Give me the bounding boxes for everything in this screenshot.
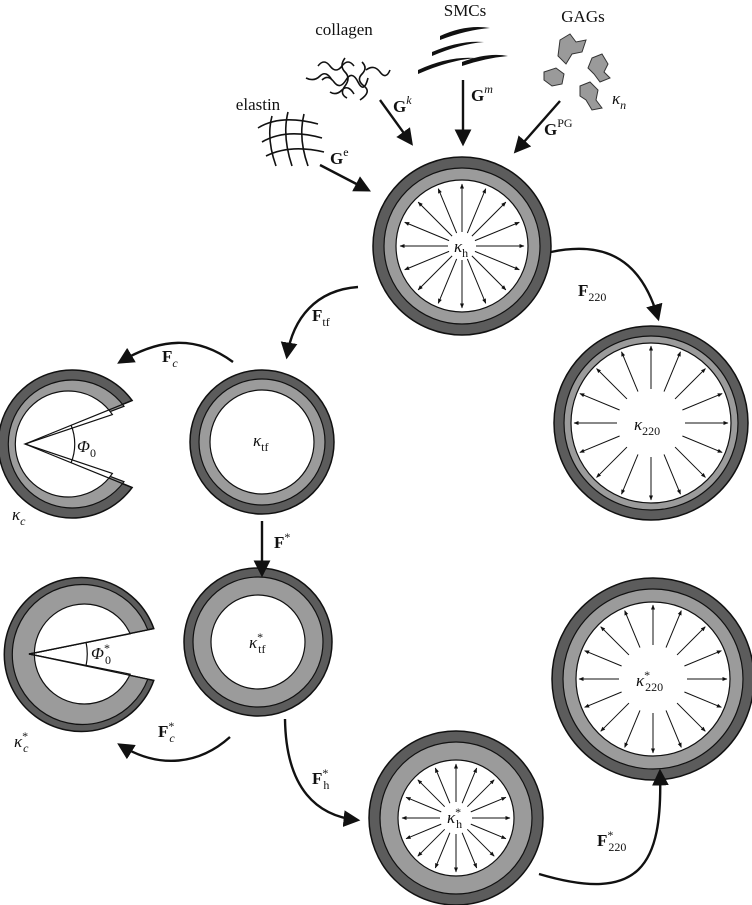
gags-icon bbox=[543, 33, 611, 111]
label-f-220: F220 bbox=[578, 281, 606, 304]
pressure-arrow bbox=[405, 796, 442, 813]
pressure-arrow bbox=[621, 351, 639, 392]
label-phi-0: Φ0 bbox=[77, 437, 96, 460]
vessel-kappa-c-star bbox=[3, 576, 155, 733]
pressure-arrow bbox=[466, 258, 487, 304]
elastin-icon bbox=[257, 111, 325, 167]
label-f-220-star: F*220 bbox=[597, 828, 626, 854]
pressure-arrow bbox=[674, 446, 706, 478]
pressure-arrow bbox=[584, 650, 622, 667]
pressure-arrow bbox=[665, 610, 682, 648]
pressure-arrow bbox=[663, 351, 681, 392]
vessel-kappa-220-star bbox=[551, 577, 752, 781]
vessel-kappa-tf bbox=[189, 369, 335, 515]
arrow-g-pg bbox=[513, 100, 561, 154]
pressure-arrow bbox=[600, 702, 630, 732]
label-f-c-star: F*c bbox=[158, 719, 175, 745]
label-g-k: Gk bbox=[393, 93, 412, 116]
label-f-star: F* bbox=[274, 530, 290, 552]
label-kappa-c-star: κ*c bbox=[14, 729, 29, 755]
pressure-arrow bbox=[684, 691, 722, 708]
pressure-arrow bbox=[596, 368, 628, 400]
pressure-arrow bbox=[682, 435, 723, 453]
vessel-kappa-220 bbox=[553, 325, 749, 521]
pressure-arrow bbox=[676, 702, 706, 732]
pressure-arrow bbox=[417, 828, 446, 857]
smcs-icon bbox=[418, 27, 508, 74]
pressure-arrow bbox=[621, 454, 639, 495]
arrow-g-e bbox=[319, 163, 371, 192]
pressure-arrow bbox=[471, 201, 507, 237]
pressure-arrow bbox=[437, 258, 458, 304]
pressure-arrow bbox=[437, 188, 458, 234]
vessel-kappa-c bbox=[0, 369, 134, 519]
transformation-arrows bbox=[117, 247, 669, 886]
vessel-kappa-h-star bbox=[368, 730, 544, 905]
gags-label: GAGs bbox=[561, 7, 604, 26]
arrow-f-c bbox=[117, 341, 234, 364]
pressure-arrow bbox=[474, 221, 520, 242]
pressure-arrow bbox=[466, 188, 487, 234]
arrow-f-220 bbox=[550, 247, 663, 322]
pressure-arrow bbox=[676, 626, 706, 656]
pressure-arrow bbox=[684, 650, 722, 667]
pressure-arrow bbox=[461, 832, 478, 869]
smcs-label: SMCs bbox=[444, 1, 487, 20]
label-kappa-220: κ220 bbox=[634, 415, 660, 438]
label-kappa-tf-star: κ*tf bbox=[249, 630, 266, 656]
pressure-arrow bbox=[404, 250, 450, 271]
pressure-arrow bbox=[624, 710, 641, 748]
label-f-tf: Ftf bbox=[312, 306, 330, 329]
collagen-icon bbox=[305, 57, 391, 101]
pressure-arrow bbox=[417, 779, 446, 808]
label-kappa-c: κc bbox=[12, 505, 26, 528]
arrow-f-h-star bbox=[283, 718, 361, 827]
pressure-arrow bbox=[665, 710, 682, 748]
arrow-f-tf bbox=[280, 285, 359, 360]
label-kappa-h-star: κ*h bbox=[447, 805, 462, 831]
pressure-arrow bbox=[470, 823, 507, 840]
pressure-arrow bbox=[417, 201, 453, 237]
arrow-f-220-star bbox=[538, 768, 669, 886]
pressure-arrow bbox=[663, 454, 681, 495]
elastin-label: elastin bbox=[236, 95, 281, 114]
pressure-arrow bbox=[584, 691, 622, 708]
pressure-arrow bbox=[434, 767, 451, 804]
pressure-arrow bbox=[600, 626, 630, 656]
pressure-arrow bbox=[579, 435, 620, 453]
pressure-arrow bbox=[461, 767, 478, 804]
vessel-kappa-tf-star bbox=[183, 567, 333, 717]
label-g-pg: GPG bbox=[544, 116, 573, 139]
label-phi-0-star: Φ*0 bbox=[91, 641, 111, 667]
pressure-arrow bbox=[682, 393, 723, 411]
collagen-label: collagen bbox=[315, 20, 373, 39]
growth-arrows bbox=[319, 80, 561, 192]
pressure-arrow bbox=[674, 368, 706, 400]
label-g-e: Ge bbox=[330, 145, 349, 168]
label-kappa-tf: κtf bbox=[253, 431, 269, 454]
vessel-kappa-h bbox=[372, 156, 552, 336]
pressure-arrow bbox=[405, 823, 442, 840]
pressure-arrow bbox=[596, 446, 628, 478]
pressure-arrow bbox=[579, 393, 620, 411]
label-f-c: Fc bbox=[162, 347, 178, 370]
pressure-arrow bbox=[466, 779, 495, 808]
label-kappa-h: κh bbox=[454, 237, 468, 260]
label-f-h-star: F*h bbox=[312, 766, 329, 792]
pressure-arrow bbox=[404, 221, 450, 242]
pressure-arrow bbox=[434, 832, 451, 869]
pressure-arrow bbox=[624, 610, 641, 648]
pressure-arrow bbox=[470, 796, 507, 813]
pressure-arrow bbox=[417, 255, 453, 291]
label-kappa-220-star: κ*220 bbox=[636, 668, 663, 694]
pressure-arrow bbox=[474, 250, 520, 271]
arrow-f-c-star bbox=[117, 736, 231, 763]
pressure-arrow bbox=[471, 255, 507, 291]
label-kappa-n: κn bbox=[612, 89, 626, 112]
pressure-arrow bbox=[466, 828, 495, 857]
label-g-m: Gm bbox=[471, 82, 493, 105]
arrow-g-k bbox=[379, 99, 413, 146]
